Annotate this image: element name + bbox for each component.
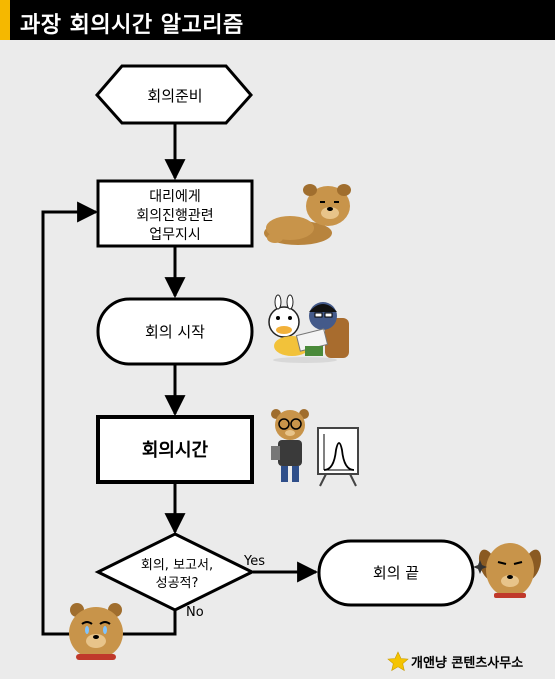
yes-label: Yes <box>243 554 265 569</box>
smug-dog-icon <box>473 543 542 598</box>
instruct-line2: 회의진행관련 <box>136 208 213 224</box>
page-title: 과장 회의시간 알고리즘 <box>20 13 244 38</box>
instruct-line1: 대리에게 <box>149 189 201 205</box>
end-label: 회의 끝 <box>373 564 419 582</box>
instruct-box <box>96 179 254 248</box>
decision-line1: 회의, 보고서, <box>141 558 213 573</box>
title-accent-bar <box>0 0 10 40</box>
start-label: 회의 시작 <box>145 323 205 341</box>
prep-hexagon <box>95 64 253 125</box>
flowchart-canvas: 회의준비 대리에게 회의진행관련 업무지시 회의 시작 회의시간 회의, 보고서… <box>0 40 555 679</box>
title-bar: 과장 회의시간 알고리즘 <box>0 0 555 40</box>
crying-bear-icon <box>69 603 123 660</box>
prep-label: 회의준비 <box>147 87 202 105</box>
decision-line2: 성공적? <box>156 576 199 591</box>
credit-text: 개앤냥 콘텐츠사무소 <box>411 655 523 671</box>
presenting-bear-icon <box>271 409 359 487</box>
start-terminal <box>96 297 254 366</box>
decision-diamond <box>94 532 256 612</box>
no-label: No <box>186 605 204 620</box>
instruct-line3: 업무지시 <box>149 227 201 243</box>
end-terminal <box>317 539 475 607</box>
connectors <box>41 123 319 636</box>
star-icon <box>387 651 409 672</box>
arrow-no-loop-back <box>41 201 177 636</box>
lying-bear-character-icon <box>264 184 351 245</box>
busy-office-characters-icon <box>268 294 349 363</box>
credit: 개앤냥 콘텐츠사무소 <box>387 651 523 672</box>
meeting-box <box>96 415 254 484</box>
flowchart-svg: 회의준비 대리에게 회의진행관련 업무지시 회의 시작 회의시간 회의, 보고서… <box>41 64 542 672</box>
meeting-label: 회의시간 <box>142 440 209 461</box>
